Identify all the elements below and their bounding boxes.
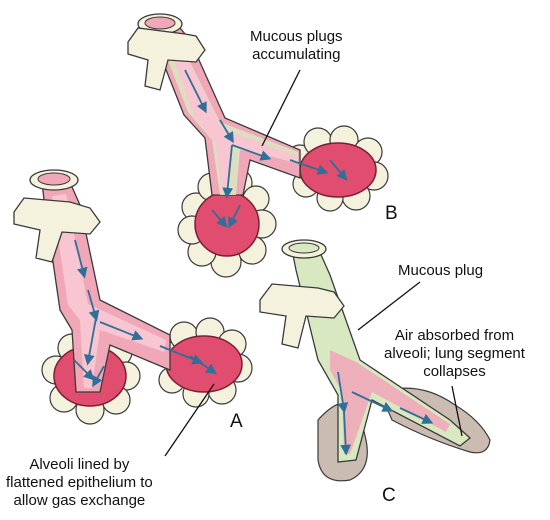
panel-c-trachea-opening (288, 242, 320, 254)
panel-b-airflow-arrows (184, 69, 348, 229)
label-alveoli-line3: allow gas exchange (13, 492, 146, 509)
panel-letter-a: A (230, 411, 243, 432)
panel-a-right-alveolus (165, 335, 243, 393)
panel-c-cartilage-collar (259, 283, 345, 349)
label-mucous-plug-text: Mucous plug (398, 262, 484, 279)
leader-lines (164, 69, 463, 457)
label-alveoli: Alveoli lined by flattened epithelium to… (6, 456, 153, 510)
leader-mucous-plug (357, 281, 421, 331)
panel-letter-b: B (385, 203, 398, 224)
panel-a-cartilage-collar (13, 197, 101, 263)
panel-c-pink-lumen (330, 350, 450, 454)
panel-a-trachea-opening (37, 172, 71, 186)
panel-b-trachea-opening (144, 16, 176, 30)
label-alveoli-line1: Alveoli lined by (29, 456, 130, 473)
panel-b-airway (127, 13, 389, 278)
panel-a-airflow-arrows (73, 239, 217, 388)
label-mucous-plugs-line1: Mucous plugs (250, 28, 343, 45)
panel-letter-c: C (382, 485, 396, 506)
panel-c-airway (259, 239, 491, 482)
panel-b-cartilage-collar (127, 27, 206, 91)
label-air-absorbed-line2: alveoli; lung segment (384, 345, 525, 362)
leader-air-absorbed (451, 385, 463, 437)
leader-alveoli (164, 383, 215, 457)
label-mucous-plugs-line2: accumulating (252, 46, 341, 63)
panel-c-airflow-arrows (337, 371, 434, 456)
label-air-absorbed-line1: Air absorbed from (394, 327, 515, 344)
label-air-absorbed: Air absorbed from alveoli; lung segment … (384, 327, 525, 381)
label-mucous-plug: Mucous plug (398, 262, 483, 280)
label-air-absorbed-line3: collapses (423, 363, 486, 380)
label-mucous-plugs: Mucous plugs accumulating (250, 28, 343, 64)
label-alveoli-line2: flattened epithelium to (6, 474, 153, 491)
panel-b-left-alveolus (194, 191, 260, 257)
panel-a-airway (13, 169, 253, 425)
leader-mucous-plugs (261, 69, 301, 147)
